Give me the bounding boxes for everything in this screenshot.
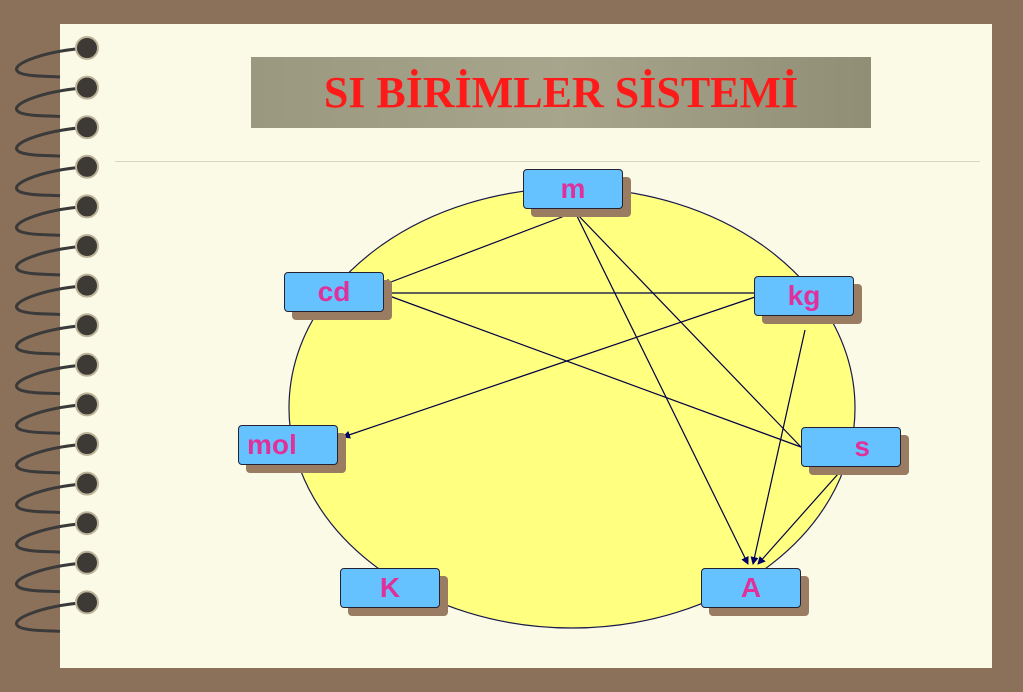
spiral-ring (15, 204, 86, 237)
binding-hole (75, 234, 99, 258)
arrow-m-to-s (574, 211, 802, 448)
spiral-ring (15, 402, 86, 435)
divider-line (115, 161, 980, 162)
unit-kg: kg (754, 276, 854, 316)
spiral-ring (15, 482, 86, 515)
unit-mol: mol (238, 425, 338, 465)
binding-hole (75, 36, 99, 60)
binding-hole (75, 471, 99, 496)
spiral-ring (15, 125, 86, 158)
arrow-kg-to-A (750, 329, 806, 565)
spiral-ring (15, 600, 86, 633)
unit-K: K (340, 568, 440, 608)
spiral-ring (15, 363, 86, 396)
arrow-kg-to-mol (342, 295, 759, 439)
binding-hole (75, 194, 99, 219)
spiral-ring (15, 561, 86, 594)
binding-hole (75, 313, 99, 338)
spiral-binding (15, 36, 99, 633)
spiral-ring (15, 86, 86, 119)
arrow-m-to-A (574, 211, 749, 565)
binding-hole (75, 392, 99, 417)
binding-hole (75, 115, 99, 140)
binding-hole (75, 352, 99, 377)
binding-hole (75, 75, 99, 100)
yellow-circle (288, 187, 856, 629)
spiral-ring (15, 46, 86, 79)
binding-hole (75, 511, 99, 536)
spiral-ring (15, 165, 86, 198)
binding-hole (75, 273, 99, 298)
unit-A: A (701, 568, 801, 608)
binding-hole (75, 154, 99, 179)
slide-title: SI BİRİMLER SİSTEMİ (323, 68, 799, 117)
arrow-s-to-cd (383, 292, 802, 448)
spiral-ring (15, 244, 86, 277)
spiral-ring (15, 284, 86, 317)
spiral-ring (15, 323, 86, 356)
title-banner: SI BİRİMLER SİSTEMİ (251, 57, 871, 128)
binding-hole (75, 590, 99, 615)
unit-s: s (801, 427, 901, 467)
binding-hole (75, 550, 99, 575)
unit-m: m (523, 169, 623, 209)
spiral-ring (15, 521, 86, 554)
unit-cd: cd (284, 272, 384, 312)
binding-hole (75, 432, 99, 456)
arrow-s-to-A (757, 464, 847, 565)
arrow-m-to-cd (382, 211, 576, 287)
spiral-ring (15, 442, 86, 475)
